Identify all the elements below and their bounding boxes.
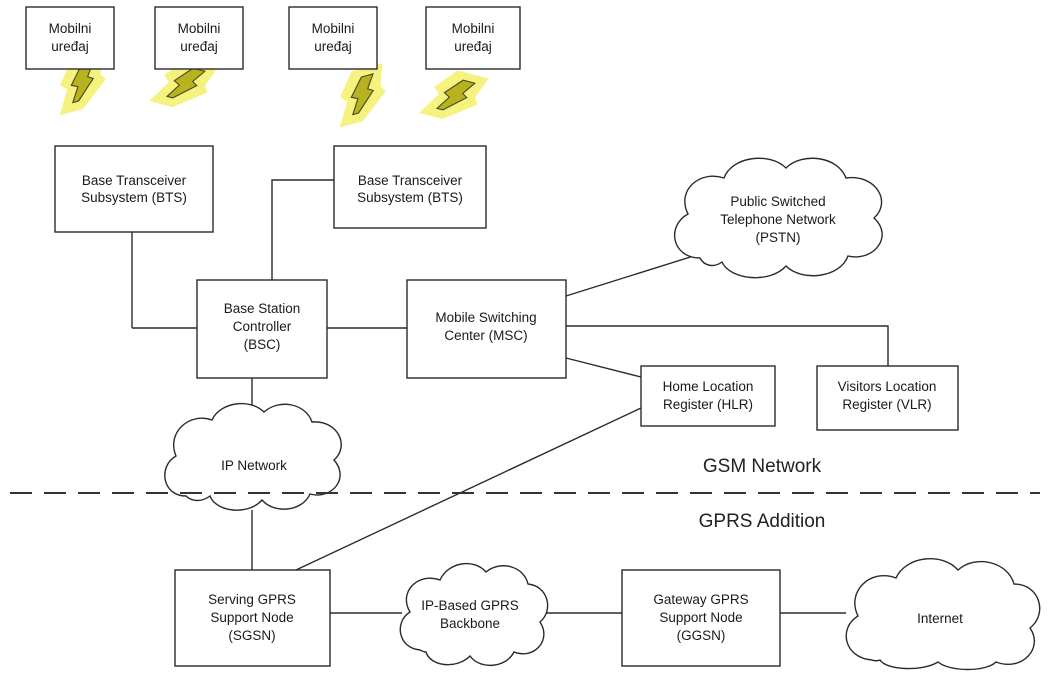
mobile-device-1: Mobilni uređaj [25, 6, 115, 70]
msc-line2: Center (MSC) [444, 328, 527, 343]
bts-right-line1: Base Transceiver [358, 173, 463, 188]
vlr-line2: Register (VLR) [842, 397, 931, 412]
bts-left-line1: Base Transceiver [82, 173, 187, 188]
ip-network-label: IP Network [221, 458, 287, 473]
bts-right: Base Transceiver Subsystem (BTS) [333, 145, 487, 229]
mobile-device-4: Mobilni uređaj [425, 6, 521, 70]
ggsn-box: Gateway GPRS Support Node (GGSN) [621, 569, 781, 667]
bts-left-line2: Subsystem (BTS) [81, 190, 187, 205]
bsc-line3: (BSC) [244, 337, 281, 352]
ggsn-line3: (GGSN) [677, 628, 726, 643]
sgsn-box: Serving GPRS Support Node (SGSN) [174, 569, 331, 667]
bts-left: Base Transceiver Subsystem (BTS) [54, 145, 214, 233]
bts-right-to-bsc [271, 179, 334, 280]
lightning-icon [149, 58, 219, 108]
gsm-network-label: GSM Network [703, 456, 822, 477]
ggsn-line1: Gateway GPRS [653, 592, 748, 607]
ip-network-cloud: IP Network [164, 402, 342, 511]
hlr-box: Home Location Register (HLR) [640, 365, 776, 427]
msc-box: Mobile Switching Center (MSC) [406, 279, 567, 379]
device-label-line2: uređaj [454, 39, 492, 54]
msc-to-vlr [566, 325, 889, 366]
bsc-box: Base Station Controller (BSC) [196, 279, 328, 379]
backbone-line1: IP-Based GPRS [421, 598, 519, 613]
internet-cloud: Internet [845, 558, 1041, 671]
bts-right-line2: Subsystem (BTS) [357, 190, 463, 205]
mobile-device-2: Mobilni uređaj [154, 6, 244, 70]
vlr-line1: Visitors Location [838, 379, 937, 394]
device-label-line1: Mobilni [452, 21, 495, 36]
bsc-line2: Controller [233, 319, 292, 334]
mobile-device-3: Mobilni uređaj [288, 6, 378, 70]
lightning-icon [419, 70, 489, 120]
backbone-line2: Backbone [440, 616, 500, 631]
msc-line1: Mobile Switching [435, 310, 536, 325]
pstn-line2: Telephone Network [720, 212, 836, 227]
sgsn-line1: Serving GPRS [208, 592, 296, 607]
gprs-addition-label: GPRS Addition [699, 511, 826, 532]
device-label-line1: Mobilni [49, 21, 92, 36]
sgsn-to-hlr [295, 407, 642, 571]
device-label-line2: uređaj [51, 39, 89, 54]
pstn-line1: Public Switched [730, 194, 825, 209]
msc-to-hlr [565, 357, 642, 378]
msc-to-pstn [565, 253, 701, 297]
pstn-cloud: Public Switched Telephone Network (PSTN) [673, 157, 883, 279]
bsc-line1: Base Station [224, 301, 301, 316]
hlr-line2: Register (HLR) [663, 397, 753, 412]
internet-label: Internet [917, 611, 963, 626]
sgsn-line2: Support Node [210, 610, 293, 625]
pstn-line3: (PSTN) [756, 230, 801, 245]
hlr-line1: Home Location [663, 379, 754, 394]
device-label-line1: Mobilni [178, 21, 221, 36]
ggsn-line2: Support Node [659, 610, 742, 625]
gprs-backbone-cloud: IP-Based GPRS Backbone [399, 562, 549, 666]
device-label-line2: uređaj [314, 39, 352, 54]
sgsn-line3: (SGSN) [228, 628, 275, 643]
lightning-icon [339, 63, 386, 128]
device-label-line2: uređaj [180, 39, 218, 54]
device-label-line1: Mobilni [312, 21, 355, 36]
vlr-box: Visitors Location Register (VLR) [816, 365, 959, 431]
